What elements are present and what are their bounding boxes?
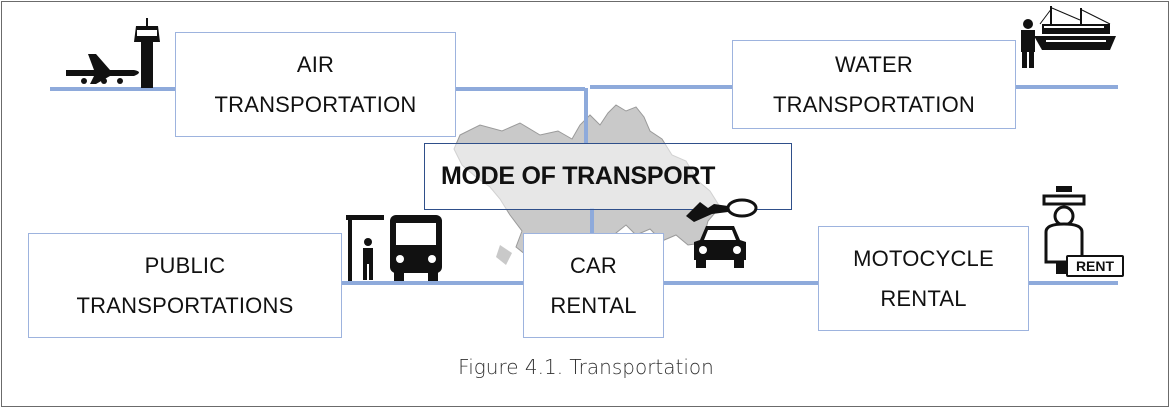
public-transportations-box: PUBLIC TRANSPORTATIONS xyxy=(28,233,342,338)
bus-icon xyxy=(390,215,442,281)
center-title: MODE OF TRANSPORT xyxy=(441,162,716,190)
air-label-line2: TRANSPORTATION xyxy=(214,91,417,117)
air-label-line1: AIR xyxy=(296,51,335,77)
center-vertical-line xyxy=(584,88,588,144)
car-icon xyxy=(694,226,746,268)
bus-stop-icon xyxy=(346,215,384,281)
bottom-mid-line xyxy=(662,281,822,285)
bottom-left-line xyxy=(340,281,525,285)
person-icon xyxy=(1021,19,1035,68)
water-label-line2: TRANSPORTATION xyxy=(772,91,976,117)
control-tower-icon xyxy=(134,18,160,88)
public-label-line1: PUBLIC xyxy=(144,252,226,278)
center-lower-line xyxy=(590,208,594,234)
moto-label-line2: RENTAL xyxy=(880,285,967,311)
car-label-line2: RENTAL xyxy=(550,292,637,318)
airplane-icon xyxy=(66,54,139,84)
bottom-right-line xyxy=(1028,281,1118,285)
mode-of-transport-box: MODE OF TRANSPORT xyxy=(424,143,792,210)
moto-label-line1: MOTOCYCLE xyxy=(853,245,994,271)
car-key-icon xyxy=(686,198,758,222)
motocycle-rental-box: MOTOCYCLE RENTAL xyxy=(818,226,1029,331)
rent-sign: RENT xyxy=(1066,255,1124,277)
car-label-line1: CAR xyxy=(569,252,618,278)
public-label-line2: TRANSPORTATIONS xyxy=(76,292,294,318)
air-transportation-box: AIR TRANSPORTATION xyxy=(175,32,456,137)
water-transportation-box: WATER TRANSPORTATION xyxy=(732,40,1016,129)
water-label-line1: WATER xyxy=(835,51,913,77)
figure-caption: Figure 4.1. Transportation xyxy=(458,355,714,379)
ferry-icon xyxy=(1034,6,1116,50)
car-rental-box: CAR RENTAL xyxy=(523,233,664,338)
rent-sign-text: RENT xyxy=(1075,258,1115,274)
